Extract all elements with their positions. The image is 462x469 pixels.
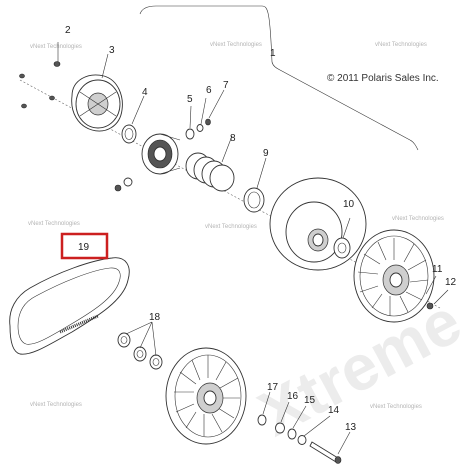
callout-19: 19: [78, 242, 90, 253]
watermark-small-3: vNext Technologies: [375, 42, 427, 48]
part-8-spring: [185, 135, 235, 192]
callout-5: 5: [187, 94, 193, 105]
lower-sheave: [165, 347, 247, 445]
copyright-text: © 2011 Polaris Sales Inc.: [327, 73, 439, 84]
watermark-small-5: vNext Technologies: [205, 224, 257, 230]
center-bearing: [141, 133, 181, 175]
lower-hardware: [257, 391, 351, 464]
part-3-cover: [71, 53, 123, 132]
part-10-sheave: [269, 177, 367, 271]
part-18-washers: [117, 321, 163, 370]
callout-9: 9: [263, 148, 269, 159]
callout-18: 18: [149, 312, 161, 323]
screw-group: [19, 42, 61, 109]
callout-13: 13: [345, 422, 357, 433]
watermark-small-2: vNext Technologies: [210, 42, 262, 48]
highlight-box-19: [60, 232, 109, 260]
callout-7: 7: [223, 80, 229, 91]
callout-8: 8: [230, 133, 236, 144]
callout-12: 12: [445, 277, 457, 288]
watermark-small-8: vNext Technologies: [370, 404, 422, 410]
part-9-washer: [243, 157, 267, 213]
callout-15: 15: [304, 395, 316, 406]
callout-16: 16: [287, 391, 299, 402]
watermark-small-7: vNext Technologies: [30, 402, 82, 408]
hardware-5-6-7: [185, 89, 225, 140]
callout-11: 11: [432, 264, 443, 275]
watermark-small-6: vNext Technologies: [392, 216, 444, 222]
assembly-bracket: [139, 5, 419, 151]
part-4-ring: [121, 95, 145, 144]
callout-2: 2: [65, 25, 71, 36]
callout-3: 3: [109, 45, 115, 56]
watermark-small-4: vNext Technologies: [28, 221, 80, 227]
fastener-small: [114, 177, 133, 192]
callout-17: 17: [267, 382, 279, 393]
watermark-small-1: vNext Technologies: [30, 44, 82, 50]
part-19-drive-belt: [9, 257, 130, 355]
callout-4: 4: [142, 87, 148, 98]
callout-14: 14: [328, 405, 340, 416]
callout-1: 1: [270, 48, 276, 59]
callout-6: 6: [206, 85, 212, 96]
callout-10: 10: [343, 199, 355, 210]
part-11-cover: [353, 229, 449, 323]
